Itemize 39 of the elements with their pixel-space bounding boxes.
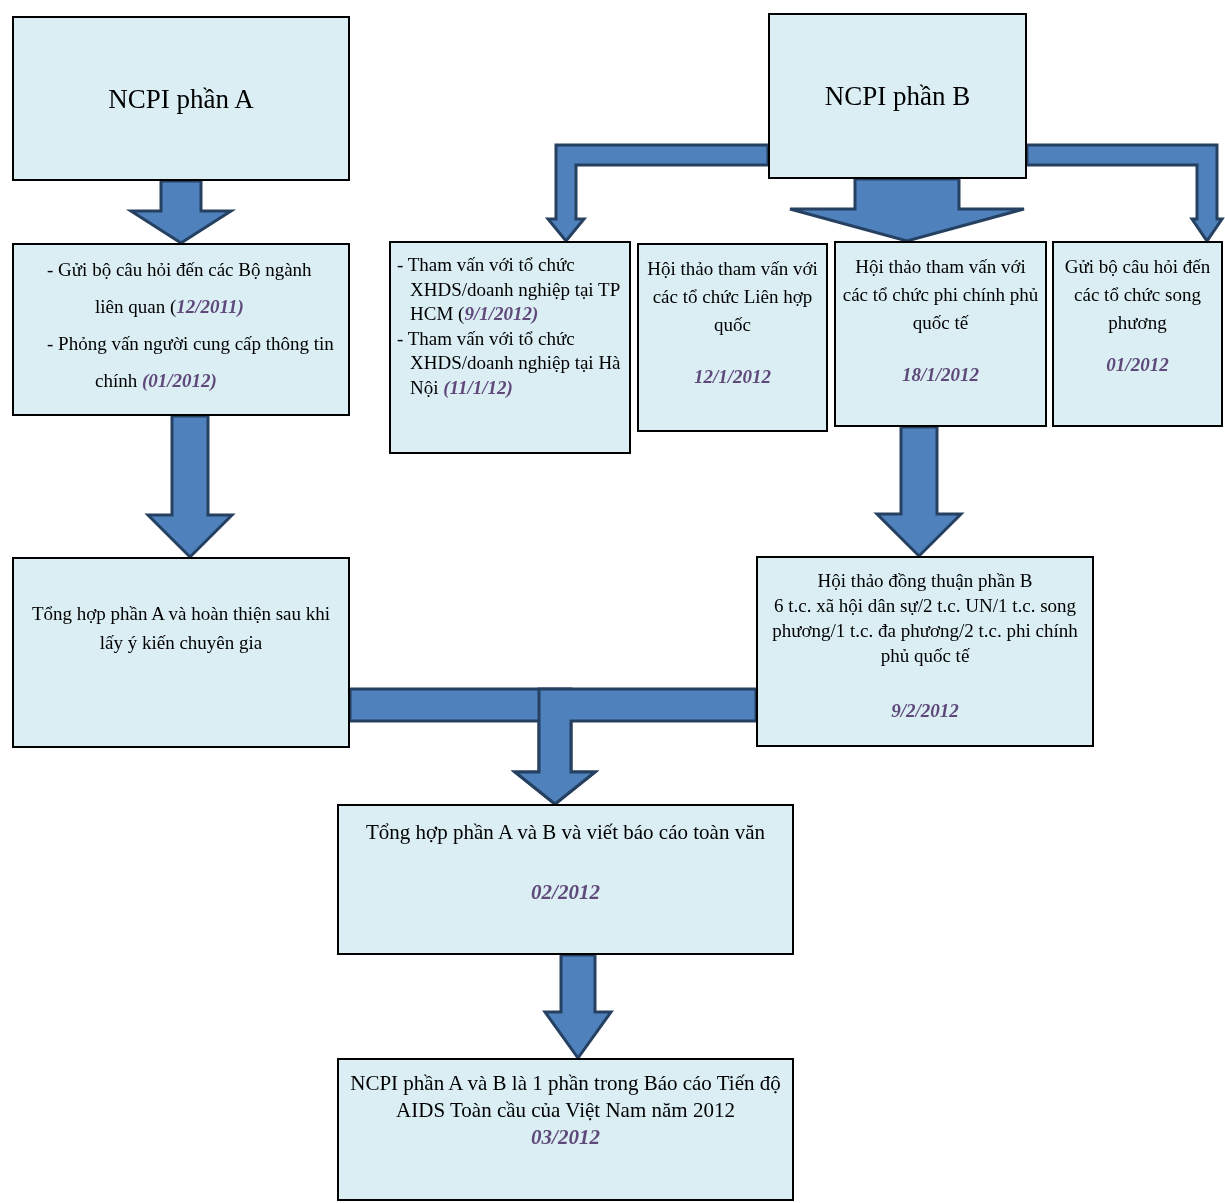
box-text: Hội thảo tham vấn với các tổ chức Liên hợp quốc xyxy=(646,257,819,337)
block-arrow xyxy=(873,425,965,559)
box-text: Tổng hợp phần A và B và viết báo cáo toàn văn xyxy=(365,819,766,846)
process-box xyxy=(337,1058,794,1201)
box-text: Hội thảo đồng thuận phần B xyxy=(816,569,1034,593)
date-text: 9/2/2012 xyxy=(890,699,960,723)
block-arrow xyxy=(788,177,1026,243)
process-box xyxy=(1052,241,1223,427)
process-box xyxy=(834,241,1047,427)
box-text: NCPI phần A xyxy=(107,82,255,116)
box-text: 6 t.c. xã hội dân sự/2 t.c. UN/1 t.c. song phương/1 t.c. đa phương/2 t.c. phi chính phủ quốc tế xyxy=(771,594,1079,668)
process-box xyxy=(337,804,794,955)
block-arrow xyxy=(1025,143,1225,244)
block-arrow xyxy=(125,179,237,245)
date-text: 12/1/2012 xyxy=(692,365,773,389)
box-text: NCPI phần A và B là 1 phần trong Báo cáo Tiến độ AIDS Toàn cầu của Việt Nam năm 2012 xyxy=(349,1070,782,1124)
process-box xyxy=(389,241,631,454)
date-text: 18/1/2012 xyxy=(900,363,981,387)
box-text: Hội thảo tham vấn với các tổ chức phi chính phủ quốc tế xyxy=(842,255,1039,335)
process-box xyxy=(12,557,350,748)
date-text: 02/2012 xyxy=(530,879,601,906)
block-arrow xyxy=(510,687,758,806)
date-text: 01/2012 xyxy=(1105,353,1170,377)
block-arrow xyxy=(542,953,614,1061)
box-text: Tổng hợp phần A và hoàn thiện sau khi lấy ý kiến chuyên gia xyxy=(30,602,332,655)
process-box xyxy=(756,556,1094,747)
bullet-item: - Phỏng vấn người cung cấp thông tin chính (01/2012) xyxy=(47,332,335,393)
process-box xyxy=(768,13,1027,179)
bullet-item: - Tham vấn với tổ chức XHDS/doanh nghiệp tại Hà Nội (11/1/12) xyxy=(397,326,622,400)
block-arrow xyxy=(544,143,770,244)
bullet-item: - Tham vấn với tổ chức XHDS/doanh nghiệp tại TP HCM (9/1/2012) xyxy=(397,253,621,326)
bullet-item: - Gửi bộ câu hỏi đến các Bộ ngành liên quan (12/2011) xyxy=(47,258,313,319)
process-box xyxy=(637,243,828,432)
box-text: NCPI phần B xyxy=(823,80,972,113)
process-box xyxy=(12,16,350,181)
process-box xyxy=(12,243,350,416)
date-text: 03/2012 xyxy=(530,1124,601,1151)
block-arrow xyxy=(144,414,236,560)
box-text: Gửi bộ câu hỏi đến các tổ chức song phương xyxy=(1063,255,1212,335)
